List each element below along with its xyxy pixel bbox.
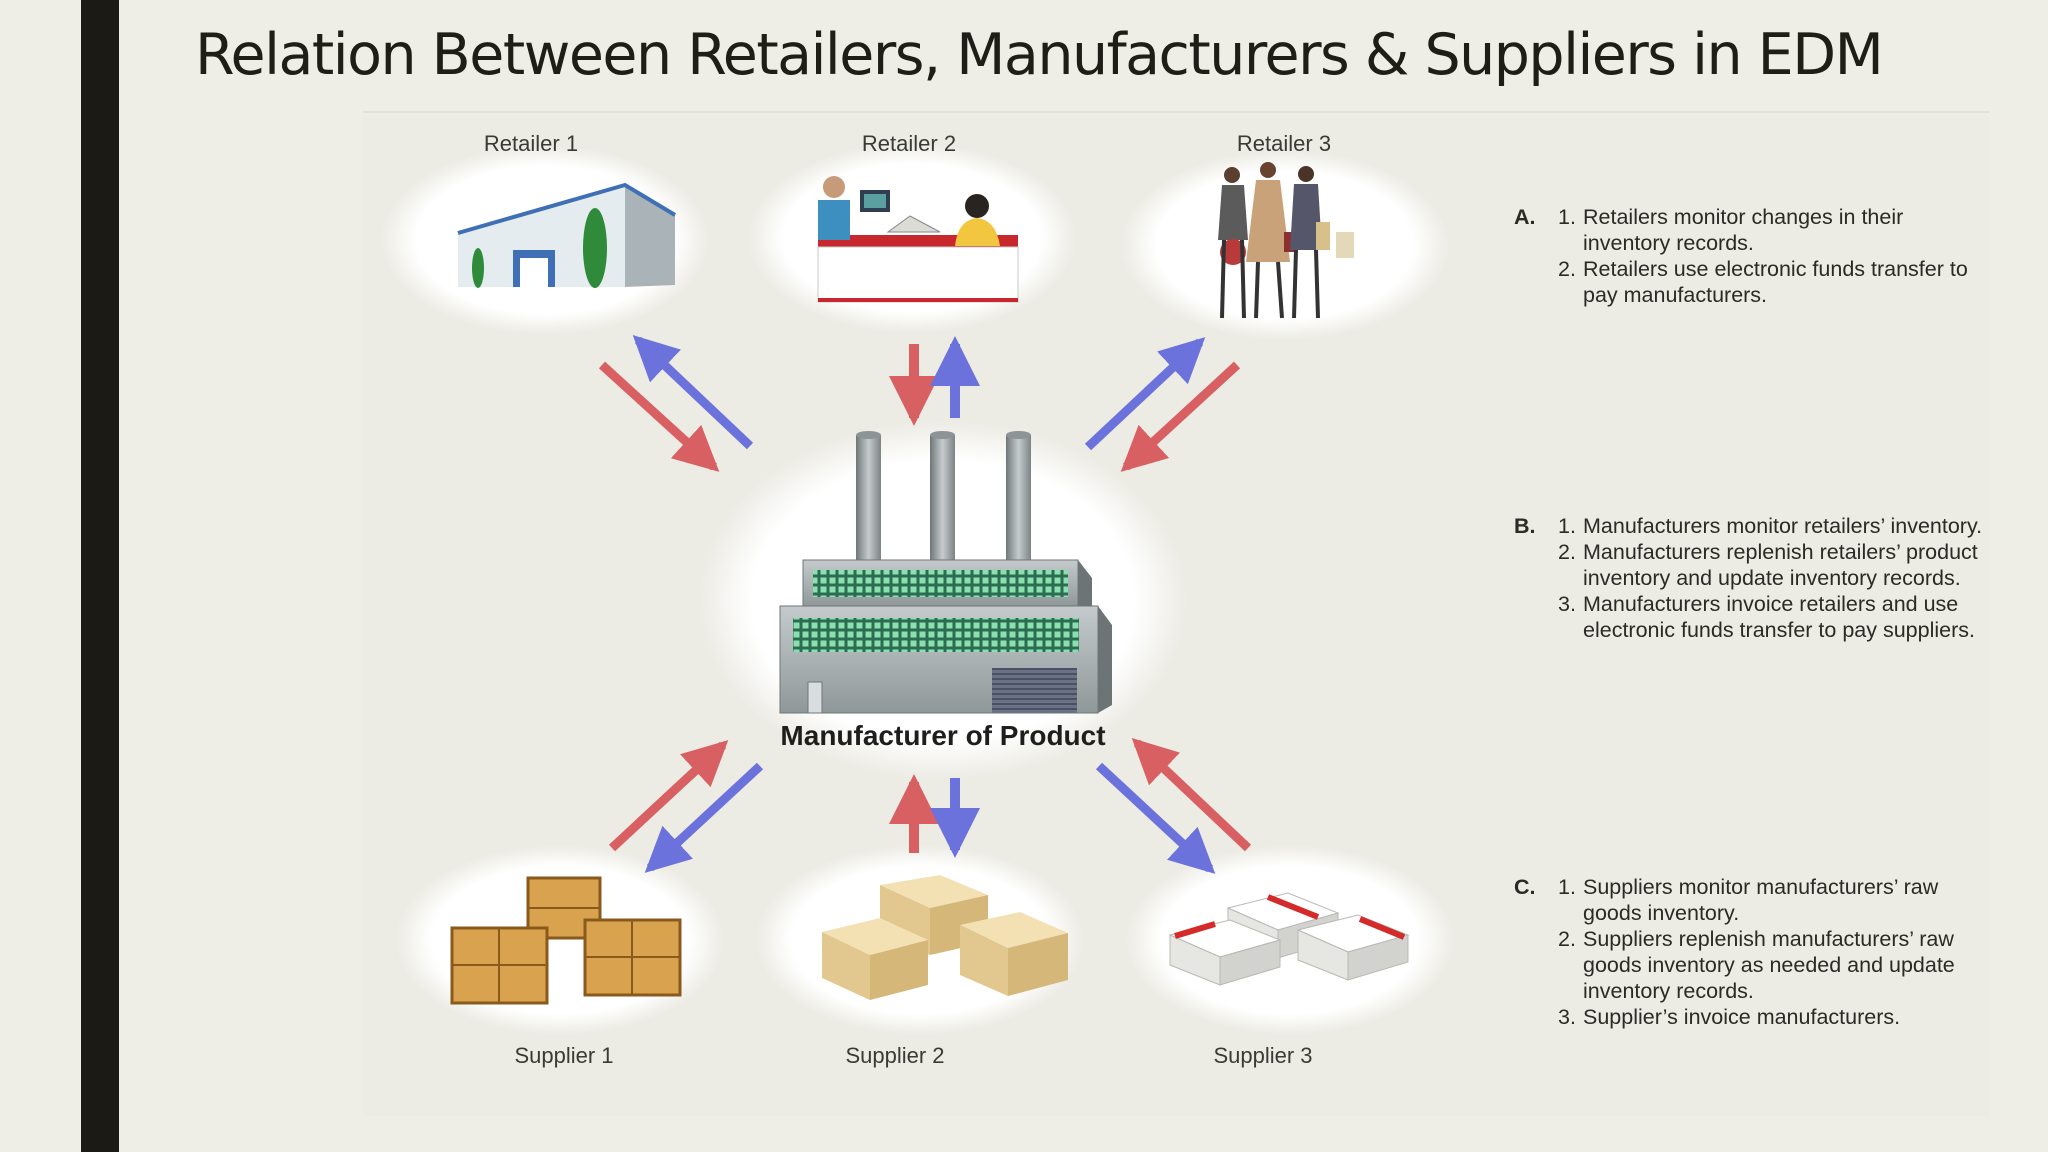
arrow-manufacturer-to-supplier3 — [1095, 762, 1216, 874]
note-a-letter: A. — [1514, 205, 1536, 229]
note-c-item-text: Suppliers monitor manufacturers’ raw goo… — [1583, 875, 1939, 925]
factory-icon — [779, 431, 1112, 714]
note-b-item: 3. Manufacturers invoice retailers and u… — [1558, 591, 1988, 643]
note-b-item-number: 2. — [1558, 540, 1576, 564]
note-c-item: 2. Suppliers replenish manufacturers’ ra… — [1558, 926, 1988, 1004]
note-c-item-text: Suppliers replenish manufacturers’ raw g… — [1583, 927, 1955, 1003]
supplier-2-label: Supplier 2 — [845, 1043, 945, 1068]
note-a-list: 1. Retailers monitor changes in their in… — [1558, 204, 1988, 308]
note-c-letter: C. — [1514, 875, 1536, 899]
note-c-item: 1. Suppliers monitor manufacturers’ raw … — [1558, 874, 1988, 926]
note-a-item: 2. Retailers use electronic funds transf… — [1558, 256, 1988, 308]
note-b-item-text: Manufacturers monitor retailers’ invento… — [1583, 514, 1983, 538]
note-c-list: 1. Suppliers monitor manufacturers’ raw … — [1558, 874, 1988, 1030]
retailer-1-label: Retailer 1 — [483, 131, 579, 156]
manufacturer-label: Manufacturer of Product — [780, 720, 1106, 751]
slide-title: Relation Between Retailers, Manufacturer… — [195, 22, 1884, 88]
arrow-supplier3-to-manufacturer — [1131, 738, 1252, 852]
note-b-item-number: 3. — [1558, 592, 1576, 616]
packages-icon — [1168, 892, 1410, 986]
arrow-manufacturer-to-retailer3 — [1084, 337, 1206, 451]
note-b-item-text: Manufacturers replenish retailers’ produ… — [1583, 540, 1978, 590]
note-b-letter: B. — [1514, 514, 1536, 538]
note-b-item-number: 1. — [1558, 514, 1576, 538]
store-building-icon — [457, 182, 677, 288]
note-c-item-number: 1. — [1558, 875, 1576, 899]
arrow-manufacturer-to-supplier1 — [644, 762, 764, 873]
checkout-counter-icon — [817, 176, 1019, 303]
note-c-item: 3. Supplier’s invoice manufacturers. — [1558, 1004, 1988, 1030]
arrow-manufacturer-to-retailer1 — [632, 335, 754, 450]
arrow-supplier1-to-manufacturer — [608, 740, 729, 852]
arrow-retailer3-to-manufacturer — [1120, 361, 1241, 472]
arrow-retailer1-to-manufacturer — [598, 361, 720, 472]
wooden-crates-icon — [450, 876, 682, 1005]
supplier-1-label: Supplier 1 — [514, 1043, 614, 1068]
note-c-item-number: 3. — [1558, 1005, 1576, 1029]
note-b-list: 1. Manufacturers monitor retailers’ inve… — [1558, 513, 1988, 643]
note-a-item-text: Retailers use electronic funds transfer … — [1583, 257, 1968, 307]
note-a-item-number: 2. — [1558, 257, 1576, 281]
retailer-3-label: Retailer 3 — [1236, 131, 1332, 156]
note-b-item: 1. Manufacturers monitor retailers’ inve… — [1558, 513, 1988, 539]
note-a-item-number: 1. — [1558, 205, 1576, 229]
note-c-item-number: 2. — [1558, 927, 1576, 951]
title-divider — [363, 111, 1990, 113]
shoppers-icon — [1218, 162, 1354, 319]
note-a-item-text: Retailers monitor changes in their inven… — [1583, 205, 1904, 255]
retailer-2-label: Retailer 2 — [861, 131, 957, 156]
slide-accent-bar — [81, 0, 119, 1152]
cardboard-boxes-icon — [822, 875, 1068, 1000]
note-a-item: 1. Retailers monitor changes in their in… — [1558, 204, 1988, 256]
note-b-item: 2. Manufacturers replenish retailers’ pr… — [1558, 539, 1988, 591]
supplier-3-label: Supplier 3 — [1213, 1043, 1313, 1068]
note-b-item-text: Manufacturers invoice retailers and use … — [1583, 592, 1975, 642]
note-c-item-text: Supplier’s invoice manufacturers. — [1583, 1005, 1901, 1029]
